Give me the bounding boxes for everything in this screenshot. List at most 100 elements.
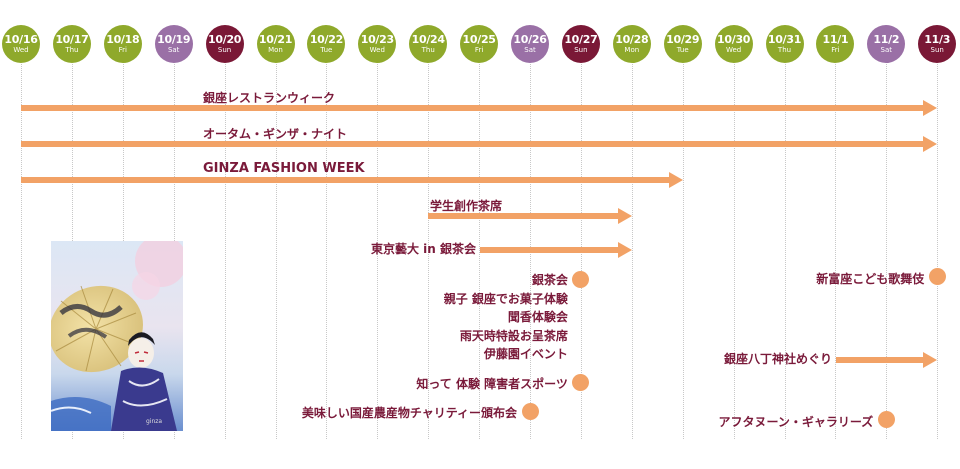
weekday-label: Tue	[320, 45, 333, 54]
range-arrow	[428, 208, 632, 224]
event-label: 新富座こども歌舞伎	[816, 272, 925, 286]
date-label: 10/17	[55, 32, 89, 46]
weekday-label: Sun	[217, 45, 232, 54]
event-label: 聞香体験会	[507, 310, 568, 325]
date-label: 11/1	[822, 32, 849, 46]
gridline	[224, 64, 226, 439]
weekday-label: Sun	[574, 45, 588, 54]
event-label: 銀茶会	[531, 273, 568, 287]
date-label: 10/28	[615, 32, 649, 46]
date-label: 11/2	[873, 32, 900, 46]
weekday-label: Thu	[421, 45, 435, 54]
date-label: 10/29	[666, 32, 700, 46]
gridline	[275, 64, 277, 439]
date-label: 10/16	[4, 32, 38, 46]
event-label: アフタヌーン・ギャラリーズ	[718, 415, 874, 429]
range-arrow	[21, 100, 938, 116]
date-label: 10/20	[208, 32, 242, 46]
weekday-label: Mon	[624, 45, 640, 54]
gridline	[886, 64, 888, 439]
date-label: 10/25	[462, 32, 496, 46]
weekday-label: Thu	[65, 45, 79, 54]
date-label: 10/19	[157, 32, 191, 46]
weekday-label: Sat	[524, 45, 536, 54]
event-label: 知って 体験 障害者スポーツ	[416, 377, 568, 391]
date-label: 10/31	[767, 32, 802, 46]
gridline	[835, 64, 837, 439]
event-label: 伊藤園イベント	[483, 347, 568, 362]
event-dot	[877, 411, 895, 428]
date-label: 10/21	[258, 32, 293, 46]
range-arrow	[836, 352, 938, 368]
gridline	[682, 64, 684, 439]
date-label: 10/22	[309, 32, 343, 46]
event-dot	[521, 403, 539, 420]
weekday-label: Wed	[13, 45, 29, 54]
weekday-label: Mon	[268, 45, 283, 54]
weekday-label: Fri	[118, 45, 127, 54]
weekday-label: Tue	[676, 45, 689, 54]
date-label: 10/18	[106, 32, 140, 46]
event-label: 東京藝大 in 銀茶会	[370, 242, 476, 256]
kabuki-illustration: ginza	[51, 241, 183, 431]
weekday-label: Sat	[167, 45, 180, 54]
gridline	[479, 64, 481, 439]
gridline	[631, 64, 633, 439]
date-label: 10/30	[717, 32, 751, 46]
range-arrow	[21, 136, 938, 152]
date-label: 10/27	[564, 32, 598, 46]
gridline	[937, 64, 939, 439]
range-arrow	[21, 172, 683, 188]
gridline	[377, 64, 379, 439]
event-label: 親子 銀座でお菓子体験	[443, 291, 568, 306]
event-dot	[572, 271, 590, 288]
date-label: 10/24	[411, 32, 445, 46]
date-label: 10/23	[360, 32, 394, 46]
weekday-label: Fri	[474, 45, 484, 54]
weekday-label: Fri	[831, 45, 840, 54]
kabuki-umbrella-photo: ginza	[51, 241, 183, 431]
event-label: 雨天時特設お呈茶席	[459, 328, 568, 343]
gridline	[784, 64, 786, 439]
gridline	[21, 64, 22, 439]
weekday-label: Thu	[777, 45, 792, 54]
event-dot	[572, 374, 590, 391]
event-label: 銀座八丁神社めぐり	[723, 352, 832, 366]
date-label: 10/26	[513, 32, 547, 46]
event-label: 学生創作茶席	[430, 199, 503, 213]
weekday-label: Sat	[880, 45, 893, 54]
gridline	[733, 64, 735, 439]
event-label: 銀座レストランウィーク	[203, 91, 336, 105]
event-label: オータム・ギンザ・ナイト	[203, 127, 348, 141]
gridline	[428, 64, 430, 439]
event-label: GINZA FASHION WEEK	[203, 161, 365, 176]
event-label: 美味しい国産農産物チャリティー頒布会	[301, 406, 517, 420]
weekday-label: Wed	[369, 45, 385, 54]
svg-text:ginza: ginza	[146, 418, 162, 425]
weekday-label: Wed	[725, 45, 742, 54]
date-label: 11/3	[924, 32, 951, 46]
gridline	[326, 64, 328, 439]
range-arrow	[480, 242, 632, 258]
weekday-label: Sun	[930, 45, 944, 54]
